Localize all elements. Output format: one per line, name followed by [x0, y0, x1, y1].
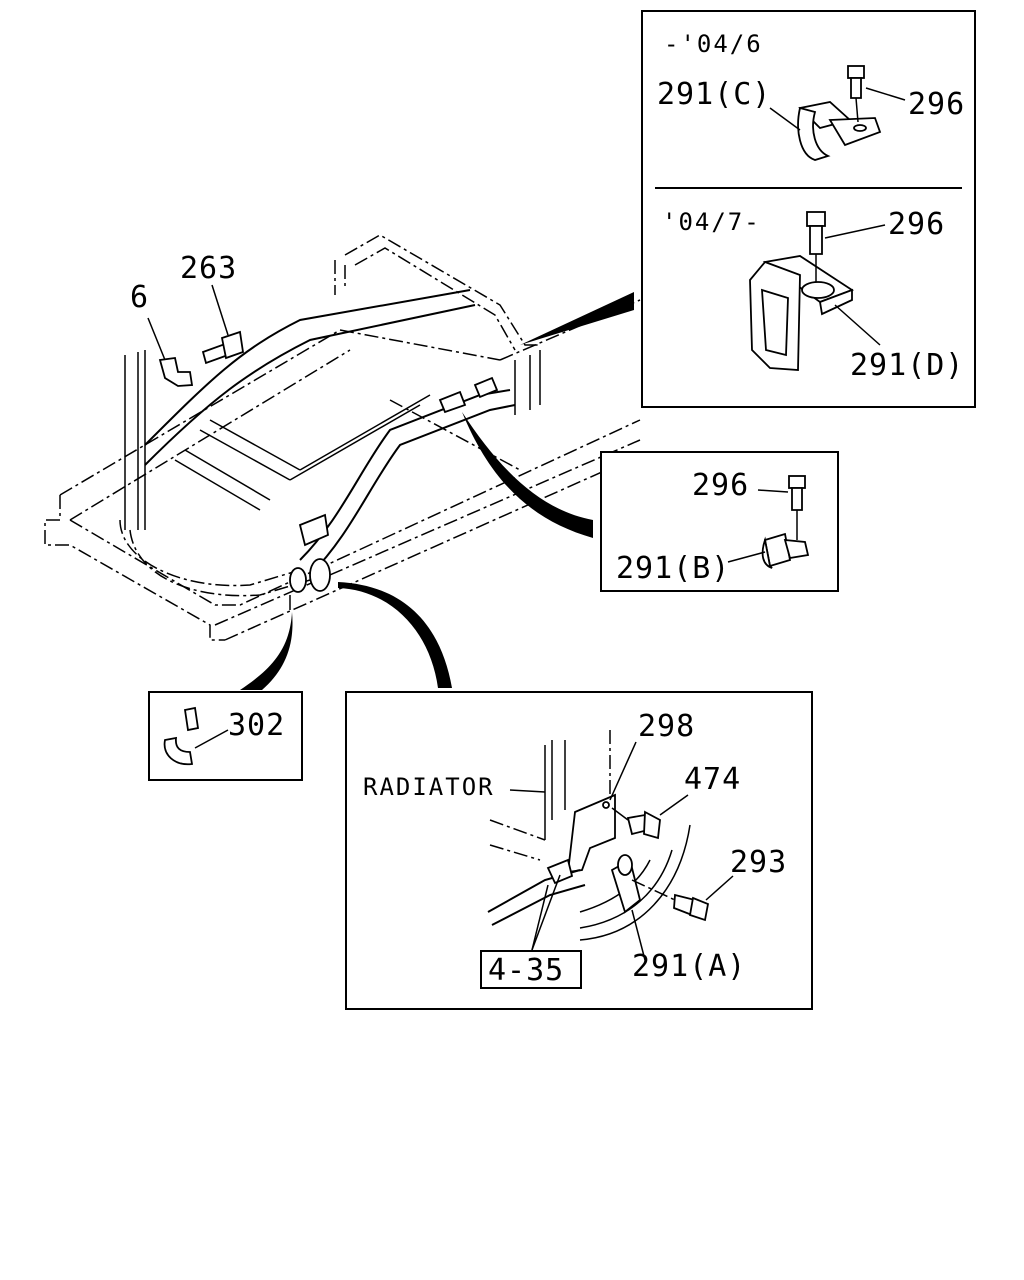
label-302: 302 — [228, 708, 285, 743]
label-date-until: -'04/6 — [664, 30, 763, 58]
band-302-part — [163, 706, 200, 766]
label-291b: 291(B) — [616, 551, 730, 586]
clip-291b-part — [761, 532, 810, 569]
label-296-c: 296 — [908, 87, 965, 122]
clip-291a-part — [487, 824, 691, 941]
callout-wedge-b — [462, 412, 593, 538]
bolt-296-d-part — [806, 211, 826, 282]
label-291c: 291(C) — [657, 77, 771, 112]
label-291d: 291(D) — [850, 348, 964, 383]
label-296-b: 296 — [692, 468, 749, 503]
inset-box-c-d — [641, 10, 976, 408]
label-4-35: 4-35 — [488, 953, 564, 988]
chassis-frame — [44, 234, 641, 641]
ref-box-4-35 — [480, 950, 582, 989]
callout-wedge-302 — [240, 612, 293, 690]
label-date-from: '04/7- — [662, 208, 761, 236]
label-293: 293 — [730, 845, 787, 880]
bolt-296-b-part — [788, 475, 806, 540]
bolt-474-part — [626, 810, 661, 840]
radiator-part — [489, 730, 611, 861]
label-474: 474 — [684, 762, 741, 797]
callout-wedge-a — [338, 582, 452, 688]
clip-291c-part — [797, 101, 882, 161]
label-6: 6 — [130, 280, 149, 315]
bolt-293-part — [673, 893, 710, 922]
clip-6-part — [158, 356, 194, 387]
callout-wedge-d — [520, 292, 634, 345]
clip-291d-part — [749, 255, 854, 371]
inset-box-302 — [148, 691, 303, 781]
bolt-296-c-part — [847, 65, 865, 123]
label-298: 298 — [638, 709, 695, 744]
label-263: 263 — [180, 251, 237, 286]
label-296-d: 296 — [888, 207, 945, 242]
bolt-263-part — [201, 330, 245, 365]
label-radiator: RADIATOR — [363, 773, 495, 801]
label-291a: 291(A) — [632, 949, 746, 984]
